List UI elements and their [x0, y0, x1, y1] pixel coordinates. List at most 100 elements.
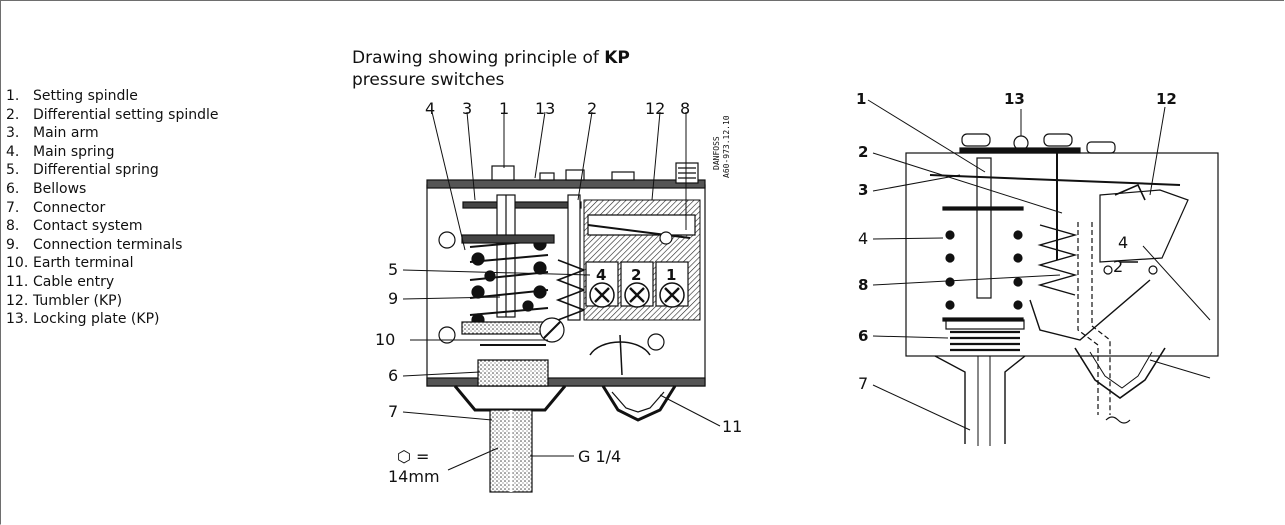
- main-spring: [945, 230, 1023, 310]
- legend-text: Tumbler (KP): [33, 292, 123, 309]
- kp-switch-sectional-drawing: [402, 111, 721, 493]
- stamp-line1: DANFOSS: [712, 136, 721, 170]
- legend-number: 2.: [6, 106, 20, 123]
- cable-route: [1077, 222, 1099, 415]
- kp-switch-schematic-drawing: [867, 99, 1219, 446]
- terminal-point: [1103, 265, 1113, 275]
- legend-text: Differential setting spindle: [33, 106, 219, 123]
- label-3: 3: [462, 99, 472, 118]
- bellows: [477, 344, 549, 387]
- legend-item: 5. Differential spring: [6, 161, 218, 180]
- leader-lines: [867, 99, 1211, 431]
- left-drawing-labels: 4 3 1 13 2 12 8 5 9 10 6 7 11 4 2 1 ⬡ = …: [375, 99, 742, 486]
- legend-number: 1.: [6, 88, 20, 104]
- legend-number: 12.: [6, 292, 29, 309]
- main-arm: [929, 174, 1181, 186]
- legend-text: Differential spring: [33, 162, 159, 179]
- label-6: 6: [388, 366, 398, 385]
- legend-item: 1.Setting spindle: [6, 87, 218, 106]
- label-3: 3: [858, 181, 868, 199]
- legend-item: 3. Main arm: [6, 124, 218, 143]
- connection-terminals: [585, 261, 689, 308]
- connector-flange: [453, 385, 567, 412]
- label-8: 8: [680, 99, 690, 118]
- label-10: 10: [375, 330, 395, 349]
- cable-entry: [1074, 347, 1166, 399]
- label-6: 6: [858, 327, 868, 345]
- legend-number: 10.: [6, 255, 29, 272]
- bellows: [945, 319, 1025, 352]
- legend-number: 11.: [6, 273, 29, 290]
- label-2: 2: [587, 99, 597, 118]
- mounting-hole: [438, 231, 456, 249]
- mounting-hole: [647, 333, 665, 351]
- parts-legend: 1.Setting spindle 2. Differential setting…: [6, 87, 218, 329]
- differential-spindle: [567, 194, 581, 321]
- mounting-hole: [438, 326, 456, 344]
- terminal-number: 1: [666, 266, 676, 284]
- label-1: 1: [856, 90, 866, 108]
- setting-spindle-head: [961, 133, 991, 147]
- right-drawing-labels: 1 13 12 2 3 4 8 6 7 4 2: [856, 90, 1177, 393]
- connector: [934, 355, 966, 444]
- legend-item: 2. Differential setting spindle: [6, 106, 218, 125]
- legend-number: 4.: [6, 143, 20, 160]
- legend-number: 9.: [6, 236, 20, 253]
- legend-item: 7. Connector: [6, 199, 218, 218]
- top-screw: [1086, 141, 1116, 154]
- differential-spindle-head: [1043, 133, 1073, 147]
- hex-symbol: ⬡ =: [397, 447, 429, 466]
- legend-number: 5.: [6, 162, 20, 179]
- housing-bottom-plate: [426, 377, 706, 387]
- legend-text: Earth terminal: [33, 255, 134, 272]
- setting-spindle: [976, 157, 992, 299]
- housing-top-plate: [426, 179, 706, 189]
- setting-spindle-head: [491, 165, 515, 181]
- label-12: 12: [1156, 90, 1177, 108]
- label-4: 4: [425, 99, 435, 118]
- thread-size: G 1/4: [578, 447, 621, 466]
- legend-number: 13.: [6, 311, 29, 328]
- legend-text: Main arm: [33, 125, 99, 142]
- legend-number: 8.: [6, 218, 20, 235]
- label-2: 2: [858, 143, 868, 161]
- title-line1-bold: KP: [604, 48, 630, 68]
- locking-plate: [539, 172, 555, 181]
- legend-text: Main spring: [33, 143, 115, 160]
- main-arm: [462, 201, 582, 209]
- label-7: 7: [388, 402, 398, 421]
- label-4: 4: [858, 229, 868, 248]
- terminal-number: 4: [596, 266, 606, 284]
- legend-item: 8.Contact system: [6, 217, 218, 236]
- inner-label-4: 4: [1118, 233, 1128, 252]
- differential-spindle-head: [565, 169, 585, 181]
- leader-lines: [402, 111, 721, 471]
- legend-item: 9. Connection terminals: [6, 236, 218, 255]
- legend-item: 6. Bellows: [6, 180, 218, 199]
- label-5: 5: [388, 260, 398, 279]
- legend-text: Bellows: [33, 180, 87, 197]
- legend-item: 4. Main spring: [6, 143, 218, 162]
- legend-text: Connector: [33, 199, 106, 216]
- legend-item: 13.Locking plate (KP): [6, 310, 218, 329]
- label-7: 7: [858, 374, 868, 393]
- differential-spring: [1037, 224, 1078, 296]
- legend-number: 6.: [6, 180, 20, 197]
- drawing-title: Drawing showing principle of KP pressure…: [352, 47, 692, 91]
- legend-number: 7.: [6, 199, 20, 216]
- label-1: 1: [499, 99, 509, 118]
- label-8: 8: [858, 276, 868, 294]
- legend-text: Connection terminals: [33, 236, 183, 253]
- terminal-point: [1148, 265, 1158, 275]
- hex-size: 14mm: [388, 467, 440, 486]
- label-13: 13: [1004, 90, 1025, 108]
- label-13: 13: [535, 99, 555, 118]
- top-screw: [611, 171, 635, 181]
- label-12: 12: [645, 99, 665, 118]
- legend-text: Locking plate (KP): [33, 311, 160, 328]
- legend-number: 3.: [6, 125, 20, 142]
- legend-text: Cable entry: [33, 273, 115, 290]
- label-11: 11: [722, 417, 742, 436]
- stamp-line2: A60-973.12.10: [722, 115, 731, 178]
